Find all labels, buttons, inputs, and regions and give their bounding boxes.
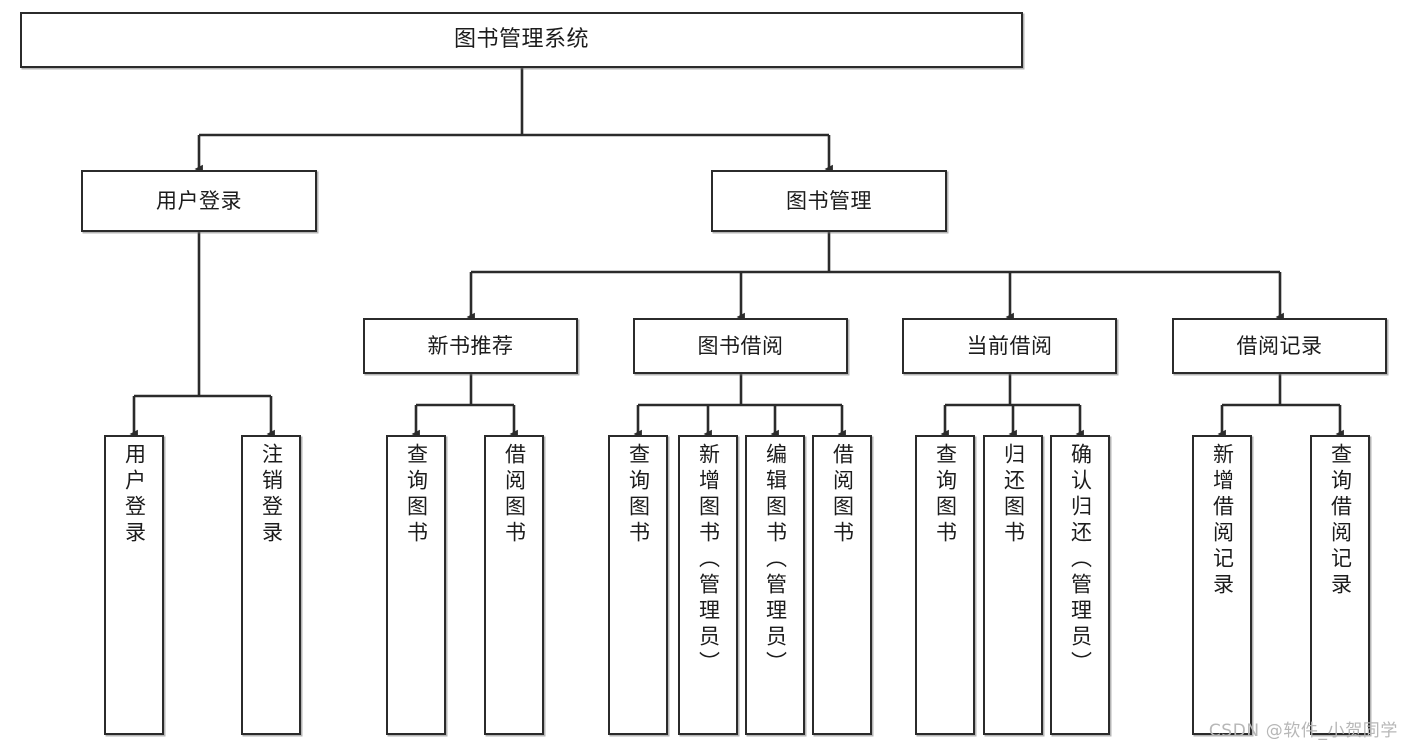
node-leaf-add-book[interactable]: 新增图书（管理员）: [678, 435, 738, 735]
node-root[interactable]: 图书管理系统: [20, 12, 1023, 68]
node-book-borrow[interactable]: 图书借阅: [633, 318, 848, 374]
node-label: 用户登录: [122, 443, 147, 547]
csdn-watermark: CSDN @软件_小贺同学: [1208, 721, 1398, 741]
node-user-login[interactable]: 用户登录: [81, 170, 317, 232]
node-label: 新增借阅记录: [1210, 443, 1235, 599]
node-leaf-add-record[interactable]: 新增借阅记录: [1192, 435, 1252, 735]
node-leaf-borrow-book-1[interactable]: 借阅图书: [484, 435, 544, 735]
node-label: 查询图书: [933, 443, 958, 547]
node-leaf-return-book[interactable]: 归还图书: [983, 435, 1043, 735]
node-borrow-record[interactable]: 借阅记录: [1172, 318, 1387, 374]
node-label: 查询图书: [404, 443, 429, 547]
node-label: 当前借阅: [966, 333, 1053, 358]
node-label: 查询图书: [626, 443, 651, 547]
node-label: 图书借阅: [697, 333, 784, 358]
node-label: 注销登录: [259, 443, 284, 547]
connector-lines: [129, 68, 1344, 439]
node-label: 借阅图书: [502, 443, 527, 547]
node-label: 借阅图书: [830, 443, 855, 547]
node-leaf-edit-book[interactable]: 编辑图书（管理员）: [745, 435, 805, 735]
node-new-book-rec[interactable]: 新书推荐: [363, 318, 578, 374]
node-label: 确认归还（管理员）: [1068, 443, 1093, 677]
node-label: 图书管理系统: [453, 27, 589, 53]
node-leaf-query-book-3[interactable]: 查询图书: [915, 435, 975, 735]
node-leaf-query-book-1[interactable]: 查询图书: [386, 435, 446, 735]
node-leaf-user-login[interactable]: 用户登录: [104, 435, 164, 735]
node-label: 归还图书: [1001, 443, 1026, 547]
node-leaf-query-book-2[interactable]: 查询图书: [608, 435, 668, 735]
node-label: 编辑图书（管理员）: [763, 443, 788, 677]
node-leaf-borrow-book-2[interactable]: 借阅图书: [812, 435, 872, 735]
node-label: 新增图书（管理员）: [696, 443, 721, 677]
node-label: 借阅记录: [1236, 333, 1323, 358]
node-book-manage[interactable]: 图书管理: [711, 170, 947, 232]
node-leaf-logout[interactable]: 注销登录: [241, 435, 301, 735]
node-label: 用户登录: [156, 188, 242, 213]
node-current-borrow[interactable]: 当前借阅: [902, 318, 1117, 374]
node-label: 新书推荐: [427, 333, 514, 358]
node-label: 图书管理: [786, 188, 872, 213]
node-label: 查询借阅记录: [1328, 443, 1353, 599]
node-leaf-query-record[interactable]: 查询借阅记录: [1310, 435, 1370, 735]
node-leaf-confirm-return[interactable]: 确认归还（管理员）: [1050, 435, 1110, 735]
